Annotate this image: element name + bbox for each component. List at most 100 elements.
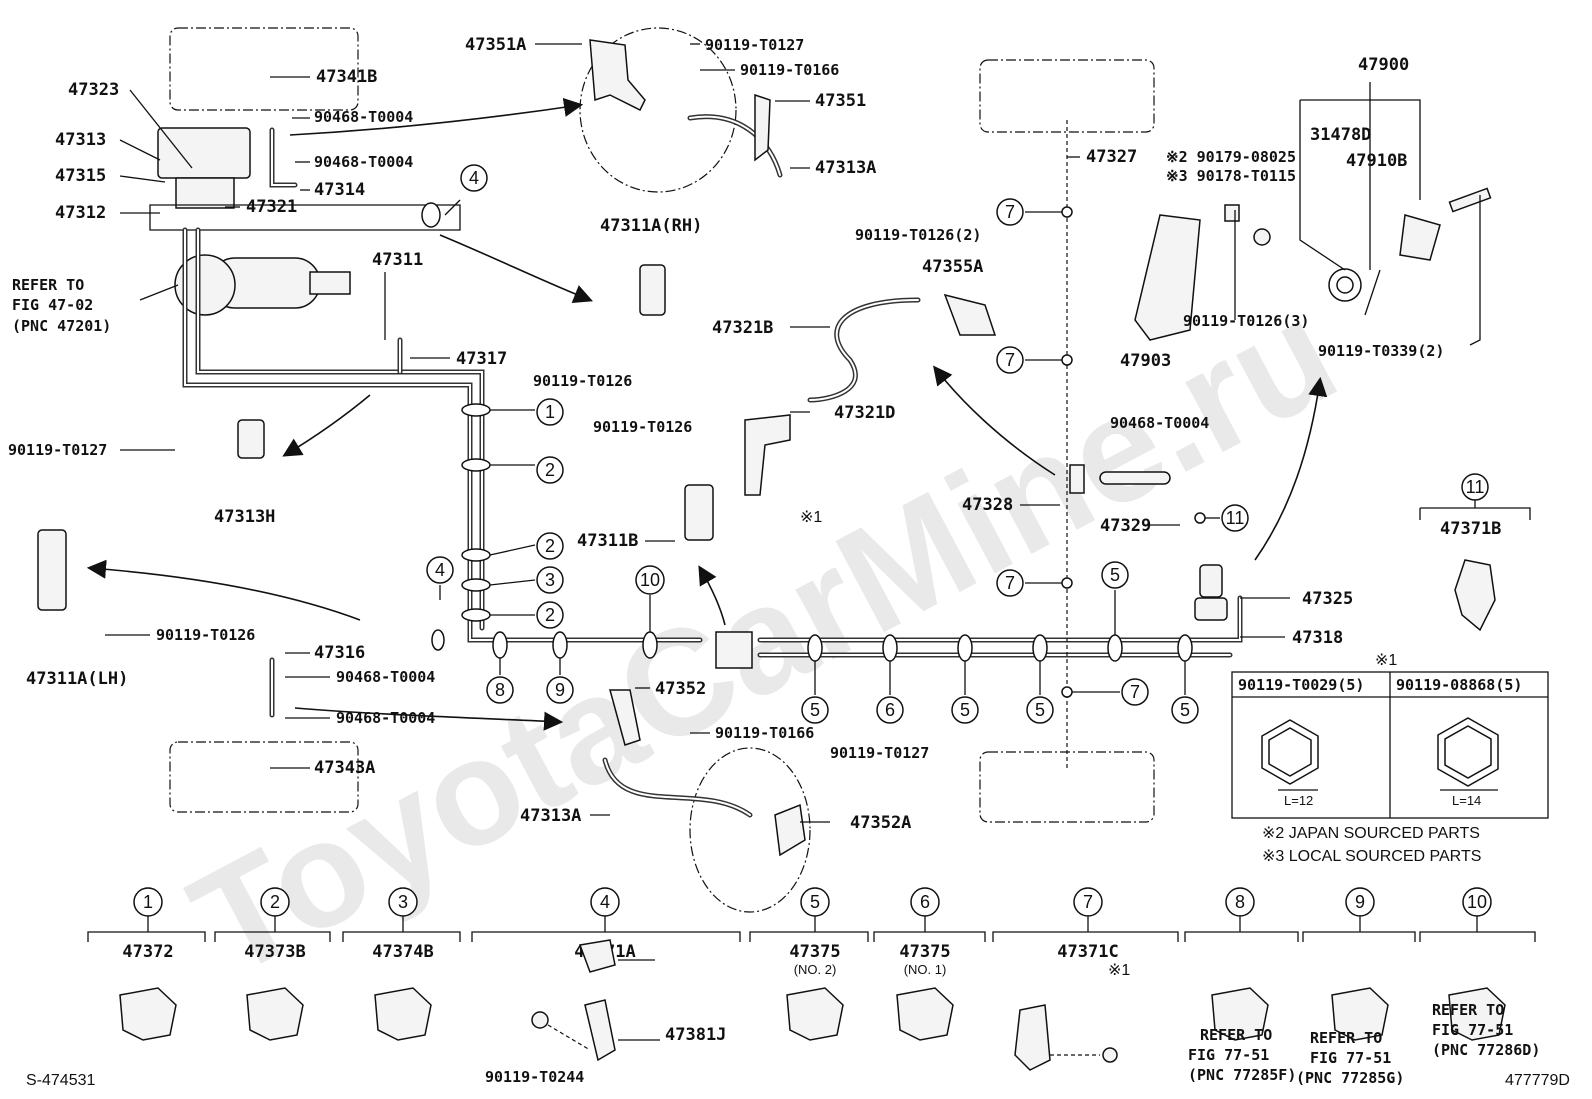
label-47352: 47352 [655,679,706,699]
legend-callout-number: 8 [1235,892,1245,912]
callout-7c: 7 [996,569,1062,597]
label-47314: 47314 [314,180,365,200]
label-90119-T0126-2: 90119-T0126(2) [855,226,981,244]
svg-text:4: 4 [435,560,445,580]
legend-item-9: 9 [1302,887,1416,1041]
legend-callout-number: 2 [270,892,280,912]
label-47311A-LH: 47311A(LH) [26,669,128,689]
label-47323: 47323 [68,80,119,100]
pipe-clamps [421,202,1193,669]
legend-callout-circle [1225,887,1255,917]
flexible-hoses [269,114,921,818]
svg-text:6: 6 [885,700,895,720]
legend-bracket [1302,915,1416,942]
callout-7a: 7 [996,198,1062,226]
label-47351: 47351 [815,91,866,111]
label-90119-T0126-3: 90119-T0126(3) [1183,312,1309,330]
detail-arrows [86,97,1328,731]
legend-item-3: 3 47374B [342,887,461,1041]
legend-item-8: 8 [1184,887,1299,1041]
label-47313A-bottom: 47313A [520,806,581,826]
legend-clip-drawing [119,987,177,1041]
legend-part-subtitle: (NO. 2) [794,962,837,977]
hidden-part-box-bottom-left [169,741,359,813]
legend-callout-number: 5 [810,892,820,912]
detail-ellipse-top [579,27,737,193]
callout-4a: 4 [444,164,488,216]
callout-5c: 5 [1026,661,1054,724]
legend-bracket [749,915,869,942]
part-labels: 47341B 47323 90468-T0004 47313 90468-T00… [8,35,1501,833]
diagram-id-right: 477779D [1505,1072,1570,1089]
label-90119-T0166-top: 90119-T0166 [740,61,839,79]
bolt-table-col2: 90119-08868(5) [1396,676,1522,694]
callout-7d: 7 [1072,678,1149,706]
legend-clip-drawing [1211,987,1269,1041]
legend-callout-number: 7 [1083,892,1093,912]
legend-bracket [214,915,331,942]
callout-2a: 2 [490,456,564,484]
label-90119-T0244: 90119-T0244 [485,1068,584,1086]
callout-5a: 5 [801,661,829,724]
legend-part-number: 47373B [244,942,305,962]
detail-ellipse-bottom [689,747,811,913]
label-47321D: 47321D [834,403,895,423]
label-47317: 47317 [456,349,507,369]
legend-part-number: 47371C [1057,942,1118,962]
legend-callout-number: 3 [398,892,408,912]
label-90468-a: 90468-T0004 [314,108,413,126]
legend-bracket [471,915,741,942]
label-47355A: 47355A [922,257,983,277]
legend-clip-drawing [374,987,432,1041]
legend-clip-drawing [246,987,304,1041]
svg-text:5: 5 [810,700,820,720]
label-47315: 47315 [55,166,106,186]
callout-5b: 5 [951,661,979,724]
label-47329: 47329 [1100,516,1151,536]
label-47313H: 47313H [214,507,275,527]
label-47318: 47318 [1292,628,1343,648]
callout-9: 9 [546,658,574,704]
svg-text:7: 7 [1130,682,1140,702]
label-90178-T0115: ※3 90178-T0115 [1166,167,1296,185]
label-90179-08025: ※2 90179-08025 [1166,148,1296,166]
label-90119-T0126-left: 90119-T0126 [156,626,255,644]
bolt-length-12: L=12 [1284,793,1313,808]
legend-item-7: 7 47371C [992,887,1179,962]
refer-line2: FIG 47-02 [12,296,93,314]
label-47312: 47312 [55,203,106,223]
hidden-part-box-top-right [979,59,1155,133]
label-90468-c: 90468-T0004 [336,668,435,686]
callout-7b: 7 [996,346,1062,374]
legend-clip-drawing [786,987,844,1041]
legend-bracket [992,915,1179,942]
refer8-line2: FIG 77-51 [1188,1046,1269,1064]
legend-item-10: 10 [1419,887,1536,1041]
callout-2b: 2 [489,532,564,560]
leader-lines [105,43,1531,823]
legend-callout-number: 10 [1467,892,1487,912]
legend-bracket [1419,915,1536,942]
refer-line1: REFER TO [12,276,84,294]
bolt-table: ※1 90119-T0029(5) 90119-08868(5) L=12 L=… [1231,652,1549,865]
svg-text:8: 8 [495,680,505,700]
label-47371B: 47371B [1440,519,1501,539]
refer10-line3: (PNC 77286D) [1432,1041,1540,1059]
legend-part-number: 47374B [372,942,433,962]
legend-callout-number: 6 [920,892,930,912]
legend-bracket [1184,915,1299,942]
refer8-line3: (PNC 77285F) [1188,1066,1296,1084]
svg-text:5: 5 [1180,700,1190,720]
svg-text:1: 1 [545,402,555,422]
label-31478D: 31478D [1310,125,1371,145]
legend-part-number: 47372 [122,942,173,962]
legend-clip-drawing [1448,987,1506,1041]
callout-5d: 5 [1101,561,1129,635]
svg-text:2: 2 [545,536,555,556]
label-47900: 47900 [1358,55,1409,75]
